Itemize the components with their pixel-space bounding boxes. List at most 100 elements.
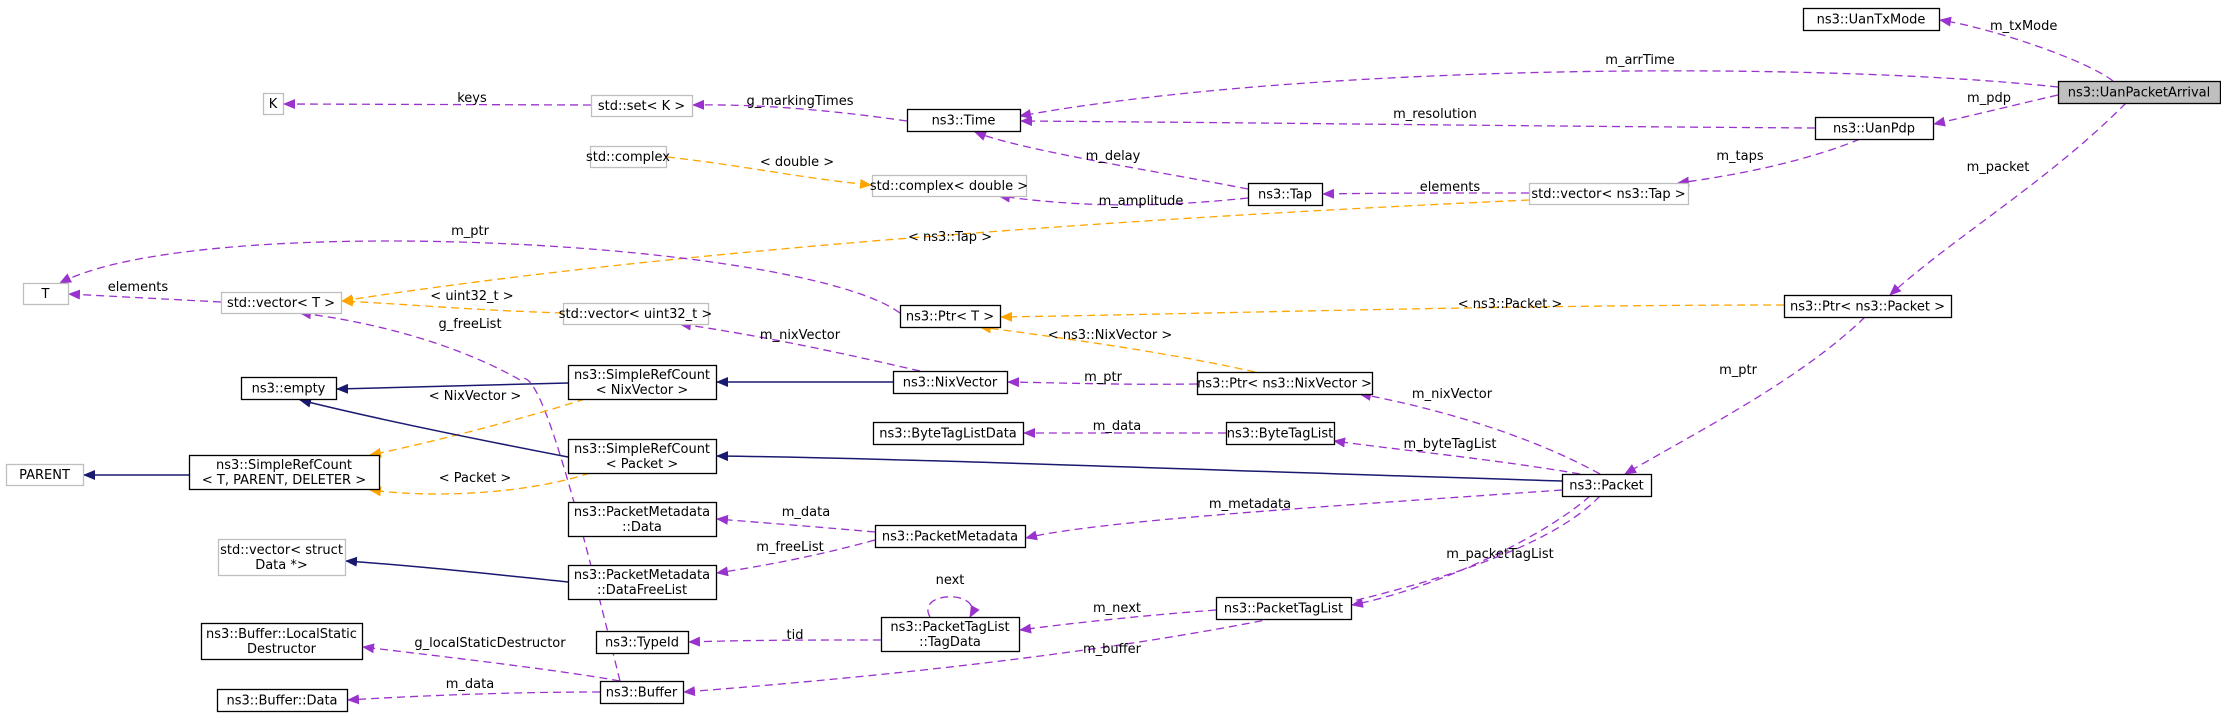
- class-node-box: [1225, 421, 1336, 446]
- class-node-label: < T, PARENT, DELETER >: [202, 473, 366, 488]
- edge-usage: m_txMode: [1939, 16, 2114, 82]
- edge-label: m_ptr: [1719, 363, 1758, 378]
- class-node-packet[interactable]: ns3::Packet: [1561, 473, 1653, 498]
- edge-line: [362, 643, 621, 682]
- edge-label: g_freeList: [438, 317, 501, 332]
- class-node-box: [590, 94, 694, 118]
- class-node-ptrnix[interactable]: ns3::Ptr< ns3::NixVector >: [1196, 371, 1374, 396]
- class-node-label: K: [269, 97, 278, 112]
- class-node-uanpdp[interactable]: ns3::UanPdp: [1814, 116, 1935, 141]
- edge-line: [716, 514, 876, 533]
- class-node-label: ns3::UanTxMode: [1817, 13, 1926, 28]
- edge-line: [1333, 437, 1581, 475]
- class-node-vectort[interactable]: std::vector< T >: [220, 291, 343, 315]
- class-node-tagdata[interactable]: ns3::PacketTagList::TagData: [880, 616, 1021, 653]
- edge-usage: m_ptr: [1624, 316, 1866, 475]
- class-node-label: std::vector< uint32_t >: [559, 307, 713, 322]
- class-node-bytetaglistdata[interactable]: ns3::ByteTagListData: [872, 421, 1025, 446]
- edge-label: m_amplitude: [1099, 194, 1184, 209]
- class-node-label: T: [41, 287, 50, 302]
- class-node-box: [1561, 473, 1653, 498]
- class-node-nixvector[interactable]: ns3::NixVector: [892, 370, 1009, 395]
- class-node-box: [1247, 182, 1324, 207]
- class-node-time[interactable]: ns3::Time: [906, 108, 1022, 133]
- class-node-packettaglist[interactable]: ns3::PacketTagList: [1215, 596, 1353, 621]
- class-node-box: [562, 302, 710, 326]
- class-node-label: ns3::Ptr< ns3::NixVector >: [1197, 377, 1372, 392]
- class-node-uanpacketarrival[interactable]: ns3::UanPacketArrival: [2057, 80, 2221, 105]
- edge-line: [1939, 16, 2114, 82]
- edge-usage: tid: [688, 628, 882, 647]
- edge-usage: g_localStaticDestructor: [362, 636, 621, 682]
- class-node-setk[interactable]: std::set< K >: [590, 94, 694, 118]
- class-node-srcnix[interactable]: ns3::SimpleRefCount< NixVector >: [567, 364, 718, 401]
- edge-inheritance: [345, 556, 569, 583]
- class-node-packetmetadata[interactable]: ns3::PacketMetadata: [874, 524, 1027, 549]
- edge-line: [927, 596, 980, 618]
- edge-template: < Packet >: [369, 471, 591, 497]
- class-node-box: [874, 524, 1027, 549]
- class-node-bufferdata[interactable]: ns3::Buffer::Data: [216, 688, 349, 713]
- edge-usage: m_freeList: [716, 539, 876, 577]
- class-node-label: PARENT: [19, 468, 70, 483]
- edge-usage: m_metadata: [1025, 489, 1563, 541]
- edge-label: elements: [108, 280, 169, 295]
- edge-usage: m_pdp: [1933, 91, 2059, 127]
- edge-label: m_nixVector: [1412, 387, 1493, 402]
- class-node-empty[interactable]: ns3::empty: [240, 376, 338, 401]
- edge-label: elements: [1420, 180, 1481, 195]
- class-node-parent[interactable]: PARENT: [5, 463, 85, 487]
- edge-line: [998, 192, 1249, 206]
- edge-line: [1019, 70, 2059, 119]
- class-node-vectortap[interactable]: std::vector< ns3::Tap >: [1528, 182, 1690, 206]
- class-node-vectoruint[interactable]: std::vector< uint32_t >: [559, 302, 713, 326]
- edge-usage: m_taps: [1677, 138, 1861, 187]
- class-node-label: ns3::Ptr< ns3::Packet >: [1790, 300, 1945, 315]
- class-node-box: [22, 282, 70, 306]
- edge-label: m_ptr: [451, 224, 490, 239]
- edge-usage: m_resolution: [1020, 107, 1816, 129]
- edge-label: m_metadata: [1209, 497, 1291, 512]
- class-node-label: ns3::UanPacketArrival: [2068, 86, 2211, 101]
- edge-label: < ns3::Packet >: [1458, 297, 1563, 312]
- class-node-typeid[interactable]: ns3::TypeId: [595, 630, 690, 655]
- class-node-box: [1196, 371, 1374, 396]
- class-node-complexdouble[interactable]: std::complex< double >: [870, 174, 1028, 198]
- class-node-ptrpacket[interactable]: ns3::Ptr< ns3::Packet >: [1783, 294, 1953, 319]
- edge-usage: m_data: [347, 677, 601, 705]
- class-node-srcpacket[interactable]: ns3::SimpleRefCount< Packet >: [567, 438, 718, 475]
- class-node-buffer[interactable]: ns3::Buffer: [599, 680, 685, 705]
- edge-line: [679, 320, 921, 372]
- edge-line: [666, 156, 872, 189]
- class-node-tap[interactable]: ns3::Tap: [1247, 182, 1324, 207]
- class-node-complex[interactable]: std::complex: [586, 145, 670, 169]
- edge-line: [345, 556, 569, 583]
- class-node-label: Data *>: [255, 558, 308, 573]
- edge-usage: m_ptr: [1007, 370, 1198, 388]
- class-node-pmdatafreelist[interactable]: ns3::PacketMetadata::DataFreeList: [567, 564, 718, 601]
- class-node-uantxmode[interactable]: ns3::UanTxMode: [1802, 7, 1941, 32]
- class-node-label: < NixVector >: [596, 383, 689, 398]
- edge-line: [341, 296, 564, 314]
- class-node-label: ::DataFreeList: [597, 583, 687, 598]
- class-node-k[interactable]: K: [262, 92, 285, 116]
- edge-line: [299, 309, 621, 682]
- class-node-t[interactable]: T: [22, 282, 70, 306]
- edge-usage: elements: [1322, 180, 1530, 199]
- edge-line: [1025, 489, 1563, 541]
- class-node-ptrt[interactable]: ns3::Ptr< T >: [899, 304, 1002, 329]
- edge-label: next: [936, 573, 965, 588]
- class-node-bytetaglist[interactable]: ns3::ByteTagList: [1225, 421, 1336, 446]
- edge-label: < ns3::Tap >: [908, 230, 992, 245]
- class-node-box: [1528, 182, 1690, 206]
- edge-label: < double >: [760, 155, 834, 170]
- edge-label: m_next: [1093, 601, 1141, 616]
- edge-line: [1933, 94, 2059, 127]
- class-node-box: [262, 92, 285, 116]
- edge-label: m_pdp: [1967, 91, 2011, 106]
- class-node-pmdata[interactable]: ns3::PacketMetadata::Data: [567, 501, 718, 538]
- class-node-srcgeneric[interactable]: ns3::SimpleRefCount< T, PARENT, DELETER …: [188, 454, 381, 491]
